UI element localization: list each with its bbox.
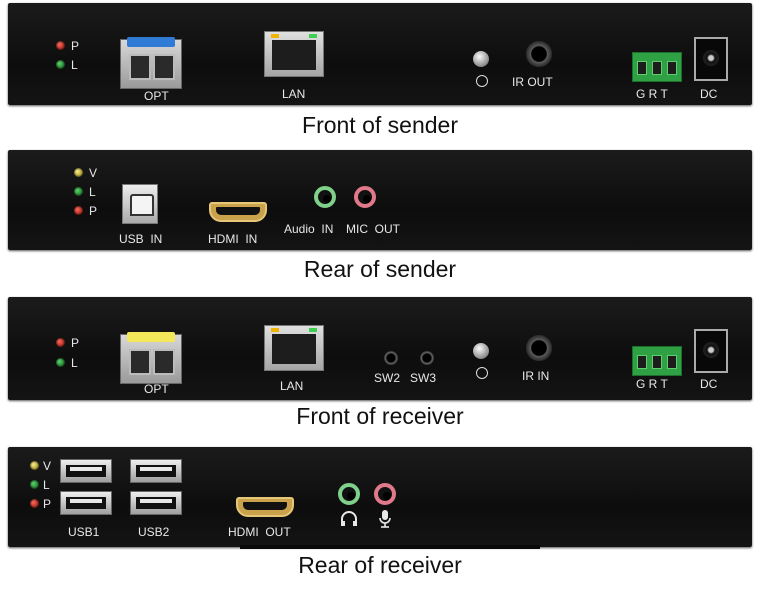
microphone-jack — [374, 483, 396, 505]
ground-icon — [476, 75, 488, 87]
mic-out-jack — [354, 186, 376, 208]
audio-in-jack — [314, 186, 336, 208]
dc-jack — [694, 329, 728, 373]
grt-label: G R T — [636, 377, 668, 391]
led-l — [30, 480, 39, 489]
lan-port — [264, 325, 324, 371]
caption-rear-receiver: Rear of receiver — [298, 552, 462, 578]
microphone-icon — [379, 510, 391, 528]
ground-screw — [473, 343, 489, 359]
lan-label: LAN — [280, 379, 304, 393]
led-label-p: P — [71, 336, 80, 350]
sfp-tab — [127, 332, 175, 342]
hdmi-out-port — [236, 497, 294, 517]
sw3-button — [420, 351, 434, 365]
ir-in-jack — [526, 335, 552, 361]
lan-label: LAN — [282, 87, 306, 101]
lan-port — [264, 31, 324, 77]
sw2-button — [384, 351, 398, 365]
led-l — [56, 60, 65, 69]
hdmi-in-label: HDMI IN — [208, 232, 258, 246]
usb1-port-top — [60, 459, 112, 483]
dc-label: DC — [700, 87, 718, 101]
led-l — [74, 187, 83, 196]
led-v — [30, 461, 39, 470]
usb-b-port — [122, 184, 158, 224]
sw3-label: SW3 — [410, 371, 437, 385]
opt-sfp-port — [120, 37, 182, 89]
headphone-jack — [338, 483, 360, 505]
led-label-l: L — [89, 185, 96, 199]
rear-receiver-foot — [240, 545, 540, 549]
front-receiver-panel: P L OPT LAN SW2 SW3 IR IN G R T DC — [8, 297, 752, 400]
usb1-label: USB1 — [68, 525, 100, 539]
ir-out-label: IR OUT — [512, 75, 553, 89]
led-label-l: L — [71, 356, 78, 370]
sfp-tab — [127, 37, 175, 47]
led-p — [74, 206, 83, 215]
audio-in-label: Audio IN — [284, 222, 334, 236]
dc-label: DC — [700, 377, 718, 391]
led-label-l: L — [43, 478, 50, 492]
caption-rear-sender: Rear of sender — [303, 256, 457, 282]
led-label-p: P — [43, 497, 52, 511]
led-v — [74, 168, 83, 177]
ir-out-jack — [526, 41, 552, 67]
opt-label: OPT — [144, 382, 169, 396]
caption-front-sender: Front of sender — [302, 112, 458, 138]
opt-sfp-port — [120, 332, 182, 384]
usb2-port-bottom — [130, 491, 182, 515]
hdmi-out-label: HDMI OUT — [228, 525, 291, 539]
usb-in-label: USB IN — [119, 232, 163, 246]
front-sender-panel: P L OPT LAN IR OUT G R T DC — [8, 3, 752, 105]
led-label-p: P — [71, 39, 80, 53]
led-p — [56, 41, 65, 50]
sw2-label: SW2 — [374, 371, 401, 385]
usb1-port-bottom — [60, 491, 112, 515]
grt-terminal — [632, 346, 682, 376]
headphone-icon — [341, 511, 357, 526]
ground-screw — [473, 51, 489, 67]
opt-label: OPT — [144, 89, 169, 103]
led-label-v: V — [43, 459, 52, 473]
hdmi-in-port — [209, 202, 267, 222]
led-p — [30, 499, 39, 508]
rear-sender-panel: V L P USB IN HDMI IN Audio IN MIC OUT — [8, 150, 752, 250]
ground-icon — [476, 367, 488, 379]
led-label-l: L — [71, 58, 78, 72]
led-label-v: V — [89, 166, 98, 180]
caption-front-receiver: Front of receiver — [296, 403, 464, 429]
led-label-p: P — [89, 204, 98, 218]
grt-terminal — [632, 52, 682, 82]
dc-jack — [694, 37, 728, 81]
grt-label: G R T — [636, 87, 668, 101]
ir-in-label: IR IN — [522, 369, 550, 383]
rear-receiver-panel: V L P USB1 USB2 HDMI OUT — [8, 447, 752, 547]
usb2-label: USB2 — [138, 525, 170, 539]
led-l — [56, 358, 65, 367]
led-p — [56, 338, 65, 347]
usb2-port-top — [130, 459, 182, 483]
mic-out-label: MIC OUT — [346, 222, 400, 236]
